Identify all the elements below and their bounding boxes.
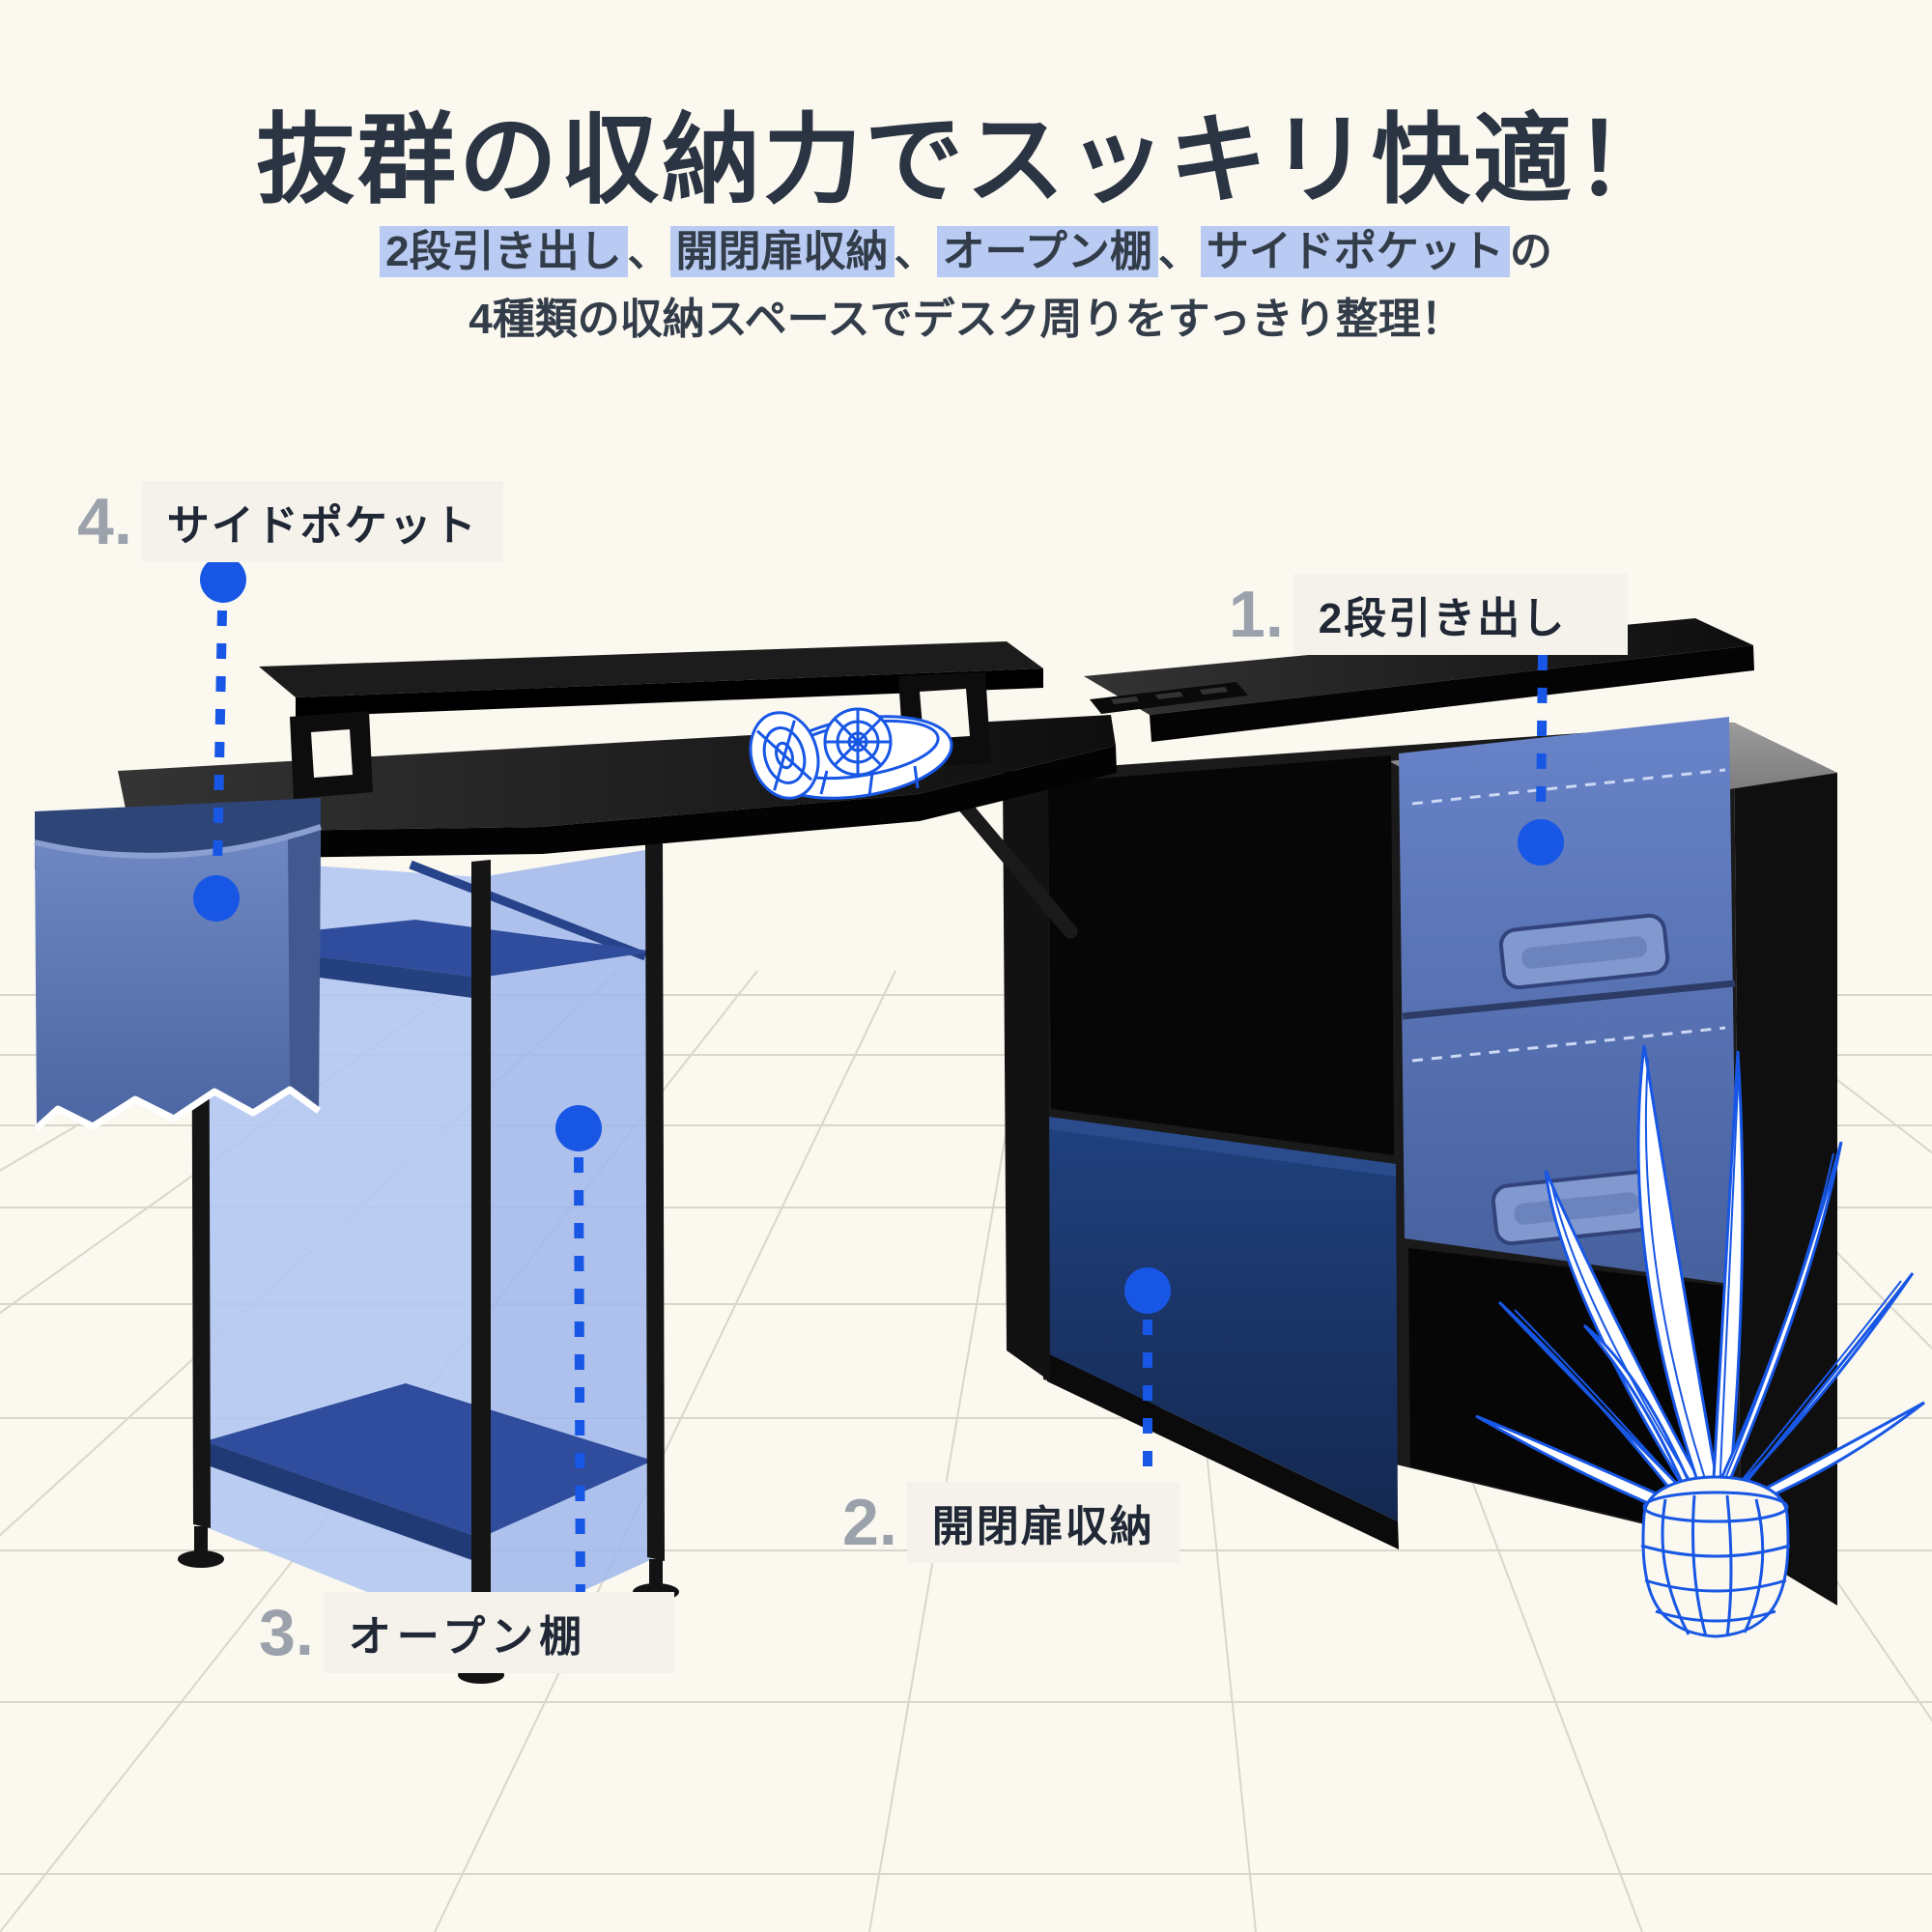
open-compartment-bottom-right <box>1408 1248 1733 1544</box>
shelf-bottom-board <box>205 1383 653 1563</box>
dashed-leader-line <box>213 610 227 870</box>
pocket-trim <box>34 1086 322 1131</box>
callout-number: 2. <box>842 1486 897 1559</box>
dashed-leader-line <box>574 1156 585 1620</box>
callout-number: 3. <box>259 1596 314 1669</box>
monitor-riser <box>259 641 1043 799</box>
subtitle: 2段引き出し、開閉扉収納、オープン棚、サイドポケットの 4種類の収納スペースでデ… <box>0 218 1932 355</box>
drawer-handle <box>1498 913 1670 990</box>
callout-1-drawers: 1. 2段引き出し <box>1229 574 1629 655</box>
leader-side-pocket <box>193 556 246 922</box>
callout-number: 4. <box>77 485 132 558</box>
callout-dot <box>193 875 240 922</box>
callout-label: 開閉扉収納 <box>906 1482 1179 1563</box>
page-title: 抜群の収納力でスッキリ快適！ <box>256 105 1676 215</box>
riser-board <box>259 641 1043 697</box>
callout-dot <box>555 1105 602 1151</box>
pocket-side-fold <box>288 827 321 1111</box>
storage-cabinet <box>958 717 1837 1605</box>
callout-dot <box>1518 819 1564 866</box>
side-pocket <box>34 798 322 1131</box>
callout-2-door: 2. 開閉扉収納 <box>842 1482 1179 1563</box>
plant-wireframe-icon <box>1475 1044 1925 1638</box>
shelf-brace <box>409 860 647 961</box>
dashed-leader-line <box>1536 654 1548 816</box>
callout-label: オープン棚 <box>323 1592 675 1673</box>
cabinet-left-edge <box>1003 771 1050 1381</box>
subtitle-line-1: 2段引き出し、開閉扉収納、オープン棚、サイドポケットの <box>0 218 1932 286</box>
cabinet-door <box>1041 1116 1399 1549</box>
callout-label: 2段引き出し <box>1293 574 1629 655</box>
power-strip <box>1090 682 1248 714</box>
fabric-drawers <box>1399 717 1737 1285</box>
callout-dot <box>200 556 246 603</box>
pocket-front <box>35 827 321 1128</box>
callout-dot <box>1124 1267 1171 1314</box>
drawer-handle <box>1491 1169 1662 1246</box>
desk-support-brace <box>958 800 1078 939</box>
callout-number: 1. <box>1229 578 1284 651</box>
callout-label: サイドポケット <box>141 481 503 562</box>
callout-3-open-shelf: 3. オープン棚 <box>259 1592 675 1673</box>
riser-leg <box>290 711 373 799</box>
callout-4-side-pocket: 4. サイドポケット <box>77 481 503 562</box>
subtitle-line-2: 4種類の収納スペースでデスク周りをすっきり整理！ <box>469 296 1463 344</box>
plant-vase <box>1640 1475 1791 1638</box>
open-compartment-top-left <box>1048 755 1394 1155</box>
headphones-wireframe-icon <box>749 707 953 800</box>
